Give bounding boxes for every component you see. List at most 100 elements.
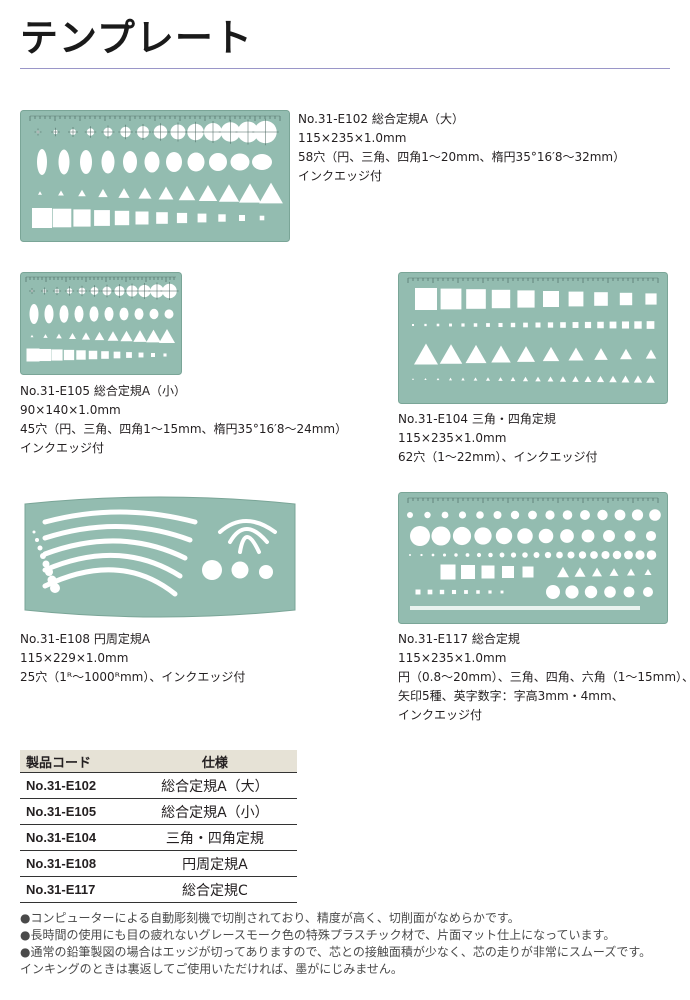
template-hole (56, 333, 62, 339)
spec-e102-line: No.31-E102 総合定規A（大） (298, 112, 465, 126)
template-hole (596, 375, 605, 383)
note-line: インキングのときは裏返してご使用いただければ、墨がにじみません。 (20, 962, 403, 976)
template-hole (488, 590, 492, 594)
template-hole (407, 512, 413, 518)
template-hole (567, 551, 575, 559)
template-hole (562, 510, 573, 520)
template-hole (498, 322, 503, 328)
template-hole (528, 510, 537, 520)
template-hole (621, 321, 630, 329)
template-hole (37, 149, 47, 175)
template-hole (517, 290, 535, 308)
template-hole (535, 376, 541, 382)
template-hole (502, 566, 514, 578)
template-hole (545, 510, 555, 520)
template-hole (29, 304, 39, 324)
table-row: No.31-E117 総合定規C (20, 876, 297, 903)
template-hole (436, 377, 440, 381)
spec-e105-line: 90×140×1.0mm (20, 403, 121, 417)
template-hole (464, 590, 468, 594)
template-hole (510, 552, 517, 558)
template-hole (546, 585, 560, 599)
spec-e104-line: 62穴（1〜22mm）、インクエッジ付 (398, 450, 598, 464)
template-hole (45, 568, 53, 576)
template-hole (42, 523, 193, 543)
template-hole (218, 184, 240, 202)
template-hole (488, 552, 493, 558)
title-divider (20, 68, 670, 69)
table-row: No.31-E102 総合定規A（大） (20, 772, 297, 799)
template-hole (47, 575, 57, 585)
template-hole (63, 349, 75, 361)
template-hole (454, 553, 458, 557)
template-hole (517, 346, 535, 362)
template-hole (197, 213, 207, 223)
table-cell-spec: 総合定規C (132, 876, 297, 903)
product-table: 製品コード 仕様 No.31-E102 総合定規A（大） No.31-E105 … (20, 750, 297, 903)
spec-e102-line: インクエッジ付 (298, 169, 383, 183)
template-hole (42, 567, 178, 597)
template-hole (209, 153, 227, 171)
template-svg-e117 (398, 492, 668, 624)
template-hole (523, 322, 528, 328)
template-hole (594, 348, 608, 360)
spec-e117-line: 115×235×1.0mm (398, 651, 507, 665)
template-hole (69, 332, 76, 340)
template-hole (415, 589, 421, 595)
table-cell-spec: 三角・四角定規 (132, 824, 297, 851)
template-hole (535, 322, 541, 328)
template-hole (38, 348, 52, 362)
template-hole (101, 150, 115, 174)
template-hole (452, 526, 472, 546)
spec-e108: No.31-E108 円周定規A 115×229×1.0mm 25穴（1ᴿ〜10… (20, 630, 245, 687)
template-hole (424, 377, 427, 381)
template-hole (476, 511, 484, 519)
template-hole (431, 553, 435, 557)
template-hole (409, 554, 411, 556)
template-hole (424, 511, 431, 519)
template-hole (238, 535, 261, 554)
template-hole (491, 345, 511, 363)
template-hole (259, 215, 265, 221)
letter-stencil-row (410, 606, 640, 610)
template-hole (149, 308, 159, 320)
table-header-code: 製品コード (20, 750, 133, 773)
template-hole (510, 322, 516, 328)
template-hole (144, 151, 160, 173)
template-hole (431, 526, 451, 546)
template-hole (646, 321, 655, 329)
template-hole (42, 509, 198, 525)
template-plate (20, 110, 290, 242)
template-hole (522, 566, 534, 578)
template-hole (51, 349, 63, 361)
template-hole (98, 188, 108, 198)
template-hole (451, 589, 457, 595)
template-hole (439, 589, 445, 595)
template-hole (500, 590, 504, 594)
template-hole (427, 589, 433, 595)
template-hole (159, 329, 175, 343)
template-hole (441, 511, 449, 519)
template-hole (58, 149, 70, 175)
template-image-e117 (398, 492, 668, 624)
table-cell-spec: 円周定規A (132, 850, 297, 877)
template-hole (259, 182, 283, 204)
template-hole (37, 545, 43, 551)
template-hole (118, 188, 130, 198)
template-hole (89, 306, 99, 322)
template-hole (612, 550, 622, 560)
template-hole (138, 187, 152, 199)
template-hole (448, 377, 453, 381)
template-hole (533, 552, 540, 558)
template-svg-e102 (20, 110, 290, 242)
template-hole (584, 375, 592, 383)
template-hole (474, 527, 492, 545)
template-hole (32, 530, 36, 534)
spec-e108-line: 25穴（1ᴿ〜1000ᴿmm）、インクエッジ付 (20, 670, 246, 684)
template-hole (644, 568, 652, 576)
template-hole (158, 186, 174, 200)
template-hole (178, 185, 196, 201)
template-hole (578, 551, 587, 559)
template-hole (473, 377, 478, 381)
spec-e102-line: 58穴（円、三角、四角1〜20mm、楕円35°16′8〜32mm） (298, 150, 626, 164)
